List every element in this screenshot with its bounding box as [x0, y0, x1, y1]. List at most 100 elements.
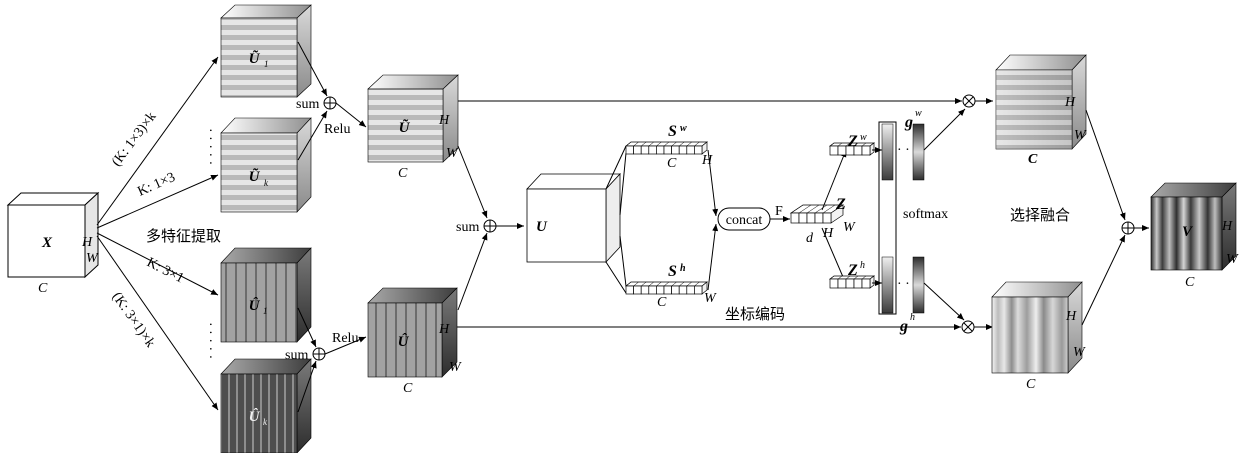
s-w-channel-label: C — [667, 156, 677, 171]
vertical-dots-top: · · · · · — [202, 128, 217, 165]
f-label: F — [775, 204, 783, 219]
vector-g-h: g h — [899, 256, 925, 335]
top-sum-label: sum — [296, 97, 319, 112]
split-edges — [821, 149, 847, 285]
u-tilde-k-sub: k — [264, 178, 269, 188]
dots-gw: · · — [897, 143, 910, 158]
u-hat-height-label: H — [438, 322, 450, 337]
s-h-sup: h — [680, 263, 686, 274]
out-top-height-label: H — [1064, 95, 1076, 110]
u-tilde-channel-label: C — [398, 166, 408, 181]
u-hat-label: Û — [398, 333, 410, 350]
softmax-block: softmax · · · · — [878, 121, 948, 315]
f-cells — [789, 204, 845, 224]
v-channel-label: C — [1185, 275, 1195, 290]
u-hat-width-label: W — [449, 360, 462, 375]
concat-label: concat — [726, 213, 763, 228]
vector-z-w: Z w — [828, 132, 882, 156]
x-height-label: H — [81, 235, 93, 250]
f-d-label: d — [806, 231, 814, 246]
cube-output-top: H W C — [995, 54, 1087, 167]
g-w-label: g — [904, 114, 913, 131]
vector-g-w: g w — [904, 108, 925, 181]
vector-s-w: S w C H — [625, 123, 713, 171]
cube-u-tilde: Ũ H W C — [367, 74, 459, 181]
f-height-label: H — [822, 226, 834, 241]
cube-output-bottom: H W C — [991, 281, 1086, 392]
z-w-label: Z — [847, 133, 858, 150]
u-tilde-k-label: Ũ — [249, 167, 261, 185]
u-hat-k-label: Û — [249, 408, 261, 425]
u-tilde-1-sub: 1 — [264, 59, 269, 69]
u-tilde-1-label: Ũ — [249, 49, 261, 67]
z-h-label: Z — [847, 262, 858, 279]
z-h-sup: h — [860, 260, 865, 271]
u-hat-channel-label: C — [403, 381, 413, 396]
s-h-cells — [625, 281, 708, 295]
softmax-label: softmax — [903, 207, 948, 222]
s-h-channel-label: C — [657, 295, 667, 310]
pooling-edges — [605, 145, 627, 294]
vector-s-h: S h C W — [625, 263, 717, 310]
v-label: V — [1182, 224, 1194, 240]
f-z-label: Z — [835, 196, 846, 213]
multi-feature-label: 多特征提取 — [146, 227, 221, 245]
cube-u-hat: Û H W C — [367, 287, 462, 396]
u-hat-k-sub: k — [263, 417, 268, 427]
g-w-sup: w — [915, 108, 922, 119]
x-width-label: W — [86, 251, 99, 266]
edge-label-top-k: (K: 1×3)×k — [109, 110, 159, 170]
out-bottom-channel-label: C — [1026, 377, 1036, 392]
z-w-sup: w — [860, 132, 867, 143]
attention-multiply-bottom — [457, 282, 993, 334]
f-width-label: W — [843, 220, 856, 235]
select-fusion-label: 选择融合 — [1010, 206, 1070, 224]
out-bottom-width-label: W — [1073, 345, 1086, 360]
v-height-label: H — [1221, 219, 1233, 234]
concat-edges — [707, 149, 719, 291]
bottom-sum-node: sum Relu — [285, 307, 367, 413]
dots-gh: · · — [897, 277, 910, 292]
z-w-cells — [828, 142, 876, 156]
final-sum-node — [1081, 109, 1149, 326]
edge-label-bot-1: K: 3×1 — [144, 255, 186, 286]
edge-label-bot-k: (K: 3×1)×k — [109, 290, 158, 351]
x-label: X — [41, 235, 53, 251]
s-w-sup: w — [680, 123, 687, 134]
out-top-channel-label: C — [1028, 152, 1038, 167]
u-label: U — [536, 219, 548, 235]
u-hat-1-sub: 1 — [263, 306, 268, 316]
cube-u: U — [526, 172, 621, 264]
cube-u-tilde-1: Ũ 1 — [220, 4, 312, 98]
out-bottom-height-label: H — [1065, 309, 1077, 324]
concat-node: concat F — [717, 204, 790, 231]
top-sum-node: sum Relu — [296, 41, 367, 161]
vector-z-h: Z h — [828, 260, 882, 289]
s-w-cells — [625, 141, 708, 155]
u-tilde-height-label: H — [438, 113, 450, 128]
bottom-sum-label: sum — [285, 348, 308, 363]
u-hat-1-label: Û — [249, 297, 261, 314]
g-h-sup: h — [910, 312, 915, 323]
u-tilde-width-label: W — [446, 146, 459, 161]
top-relu-label: Relu — [324, 122, 350, 137]
coord-encoding-label: 坐标编码 — [725, 305, 785, 323]
bottom-relu-label: Relu — [332, 331, 358, 346]
feature-f-block: d H W Z — [789, 196, 856, 246]
cube-u-hat-k: Û k — [220, 358, 312, 453]
middle-sum-label: sum — [456, 220, 479, 235]
s-h-width-label: W — [704, 291, 717, 306]
u-tilde-label: Ũ — [399, 118, 411, 136]
s-w-label: S — [668, 123, 677, 140]
x-channel-label: C — [38, 281, 48, 296]
cube-u-tilde-k: Ũ k — [220, 117, 312, 213]
cube-output-v: V H W C — [1150, 182, 1239, 290]
attention-multiply-top — [458, 94, 993, 151]
input-cube-x: X H W C — [6, 191, 100, 296]
z-h-cells — [828, 275, 876, 289]
s-h-label: S — [668, 263, 677, 280]
v-width-label: W — [1226, 252, 1239, 267]
middle-sum-node: sum — [456, 145, 524, 311]
s-w-height-label: H — [701, 153, 713, 168]
